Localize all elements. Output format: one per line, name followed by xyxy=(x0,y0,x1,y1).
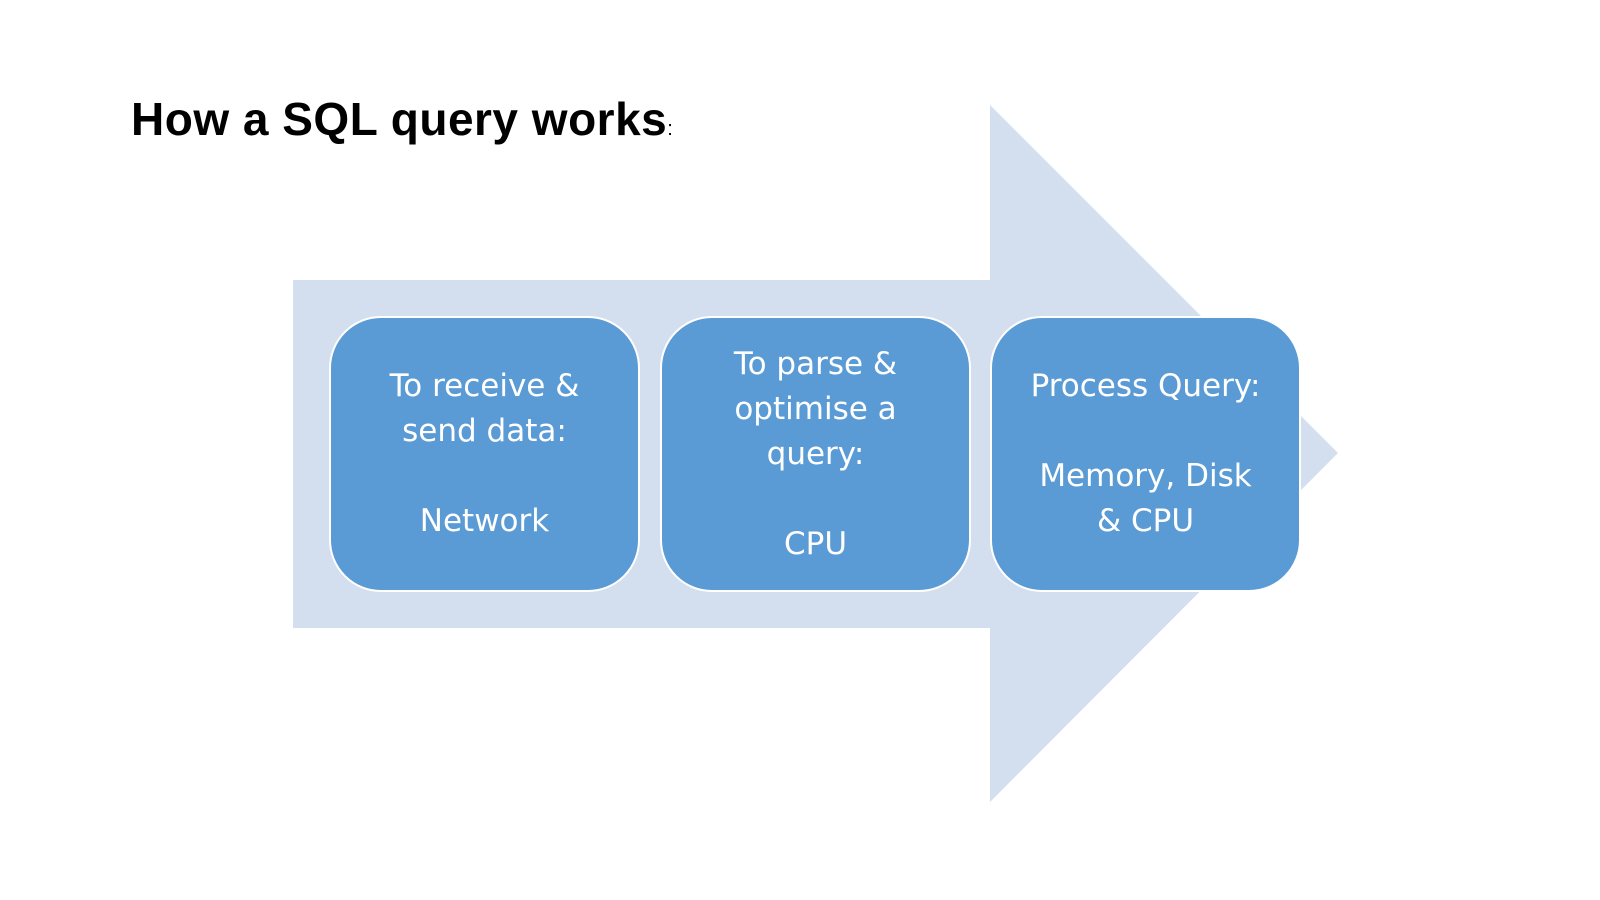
slide-title-colon: : xyxy=(667,118,674,140)
step-box-process: Process Query: Memory, Disk & CPU xyxy=(990,316,1301,592)
step-resource: Memory, Disk & CPU xyxy=(1039,458,1252,539)
step-heading: To receive & send data: xyxy=(389,368,580,449)
step-heading: Process Query: xyxy=(1030,368,1261,404)
step-box-network: To receive & send data: Network xyxy=(329,316,640,592)
step-box-cpu: To parse & optimise a query: CPU xyxy=(660,316,971,592)
slide-title-text: How a SQL query works xyxy=(131,93,668,145)
step-resource: CPU xyxy=(783,525,848,562)
slide-title: How a SQL query works: xyxy=(131,92,673,146)
step-heading: To parse & optimise a query: xyxy=(733,345,898,472)
step-resource: Network xyxy=(419,503,550,539)
